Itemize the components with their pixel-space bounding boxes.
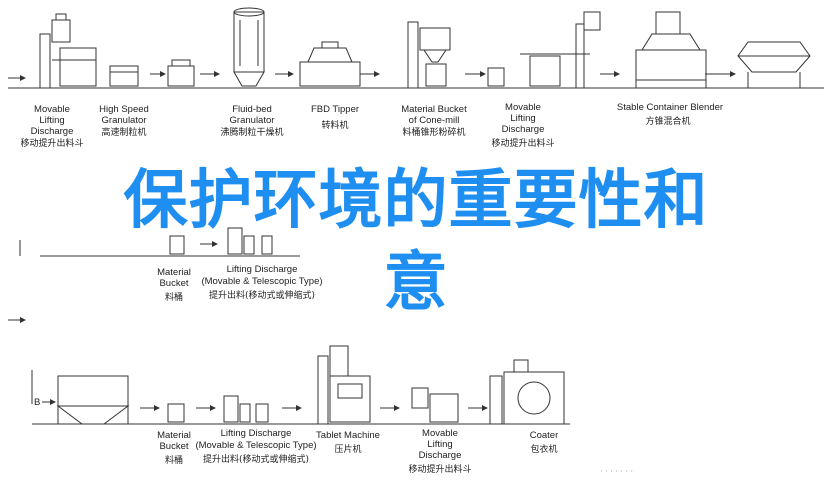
label-r3-2-cn: 压片机 xyxy=(334,443,361,455)
equip-movable-lifting-discharge-r3 xyxy=(411,387,459,423)
equip-small-bucket-2 xyxy=(487,67,505,87)
label-r3-4-en-0: Coater xyxy=(530,430,559,441)
equip-tablet-machine xyxy=(317,345,371,425)
label-r3-1-cn: 提升出料(移动式或伸缩式) xyxy=(203,453,309,465)
equip-fbd-tipper xyxy=(299,41,361,87)
label-r3-3-cn: 移动提升出料斗 xyxy=(408,463,471,475)
label-r3-0-en-0: Material xyxy=(157,430,191,441)
label-r3-1-en-1: (Movable & Telescopic Type) xyxy=(195,440,316,451)
label-r2-1-en-1: (Movable & Telescopic Type) xyxy=(201,276,322,287)
row3-labels: Material Bucket 料桶 Lifting Discharge (Mo… xyxy=(157,428,558,475)
label-r1-4-en-1: of Cone-mill xyxy=(409,115,460,126)
label-r1-3-en-0: FBD Tipper xyxy=(311,104,359,115)
equip-stable-container-blender xyxy=(635,11,707,88)
label-r1-2-en-0: Fluid-bed xyxy=(232,104,272,115)
label-r3-3-en-2: Discharge xyxy=(419,450,462,461)
label-r1-5-cn: 移动提升出料斗 xyxy=(491,137,554,149)
label-r1-5-en-0: Movable xyxy=(505,102,541,113)
label-r3-4-cn: 包衣机 xyxy=(530,443,557,455)
label-r2-1-cn: 提升出料(移动式或伸缩式) xyxy=(209,289,315,301)
label-r1-1-en-0: High Speed xyxy=(99,104,149,115)
label-r1-1-cn: 高速制粒机 xyxy=(101,126,146,138)
label-r3-3-en-1: Lifting xyxy=(427,439,452,450)
title-line-1: 保护环境的重要性和 xyxy=(123,164,709,238)
equip-coater xyxy=(489,359,565,425)
label-r1-0-en-2: Discharge xyxy=(31,126,74,137)
row2-flow xyxy=(8,240,300,323)
label-r2-0-cn: 料桶 xyxy=(165,291,183,303)
label-r1-5-en-1: Lifting xyxy=(510,113,535,124)
label-r2-0-en-0: Material xyxy=(157,267,191,278)
equip-cone-mill xyxy=(407,21,451,89)
equip-high-speed-granulator xyxy=(167,59,195,87)
equip-blender-2 xyxy=(737,41,811,88)
equip-material-bucket-r3 xyxy=(167,403,185,423)
label-r3-2-en-0: Tablet Machine xyxy=(316,430,380,441)
label-r1-4-cn: 料桶锥形粉碎机 xyxy=(402,126,465,138)
label-r3-3-en-0: Movable xyxy=(422,428,458,439)
equip-lifting-discharge-r2 xyxy=(227,227,273,255)
label-r1-1-en-1: Granulator xyxy=(102,115,147,126)
equip-fluid-bed-granulator xyxy=(233,7,265,87)
label-r2-0-en-1: Bucket xyxy=(159,278,188,289)
equip-material-bucket-r2 xyxy=(169,235,185,255)
title-line-2: 意 xyxy=(383,246,449,320)
label-r3-0-cn: 料桶 xyxy=(165,454,183,466)
label-r1-0-cn: 移动提升出料斗 xyxy=(20,137,83,149)
page-title: 保护环境的重要性和 意 xyxy=(0,160,832,324)
label-r1-5-en-2: Discharge xyxy=(502,124,545,135)
label-r3-0-en-1: Bucket xyxy=(159,441,188,452)
equip-lifting-discharge-r3 xyxy=(223,395,269,423)
row2-labels: Material Bucket 料桶 Lifting Discharge (Mo… xyxy=(157,264,322,303)
label-r1-0-en-0: Movable xyxy=(34,104,70,115)
label-r1-2-cn: 沸腾制粒干燥机 xyxy=(220,126,283,138)
label-r3-1-en-0: Lifting Discharge xyxy=(221,428,292,439)
label-r1-6-en-0: Stable Container Blender xyxy=(617,102,723,113)
label-r1-2-en-1: Granulator xyxy=(230,115,275,126)
row-letter-b: B xyxy=(34,397,40,408)
equip-movable-lifting-discharge-1 xyxy=(39,13,97,89)
row1-labels: Movable Lifting Discharge 移动提升出料斗 High S… xyxy=(20,102,723,149)
decor-dots: · · · · · · · xyxy=(600,467,633,476)
equip-blender-r3 xyxy=(56,375,130,425)
equip-small-bucket-1 xyxy=(109,65,139,87)
label-r2-1-en-0: Lifting Discharge xyxy=(227,264,298,275)
label-r1-6-cn: 方锥混合机 xyxy=(645,115,690,127)
row3-flow: B · · · · · · · xyxy=(31,370,633,476)
label-r1-0-en-1: Lifting xyxy=(39,115,64,126)
equip-movable-lifting-discharge-2 xyxy=(520,11,601,89)
label-r1-4-en-0: Material Bucket xyxy=(401,104,467,115)
label-r1-3-cn: 转料机 xyxy=(321,119,348,131)
